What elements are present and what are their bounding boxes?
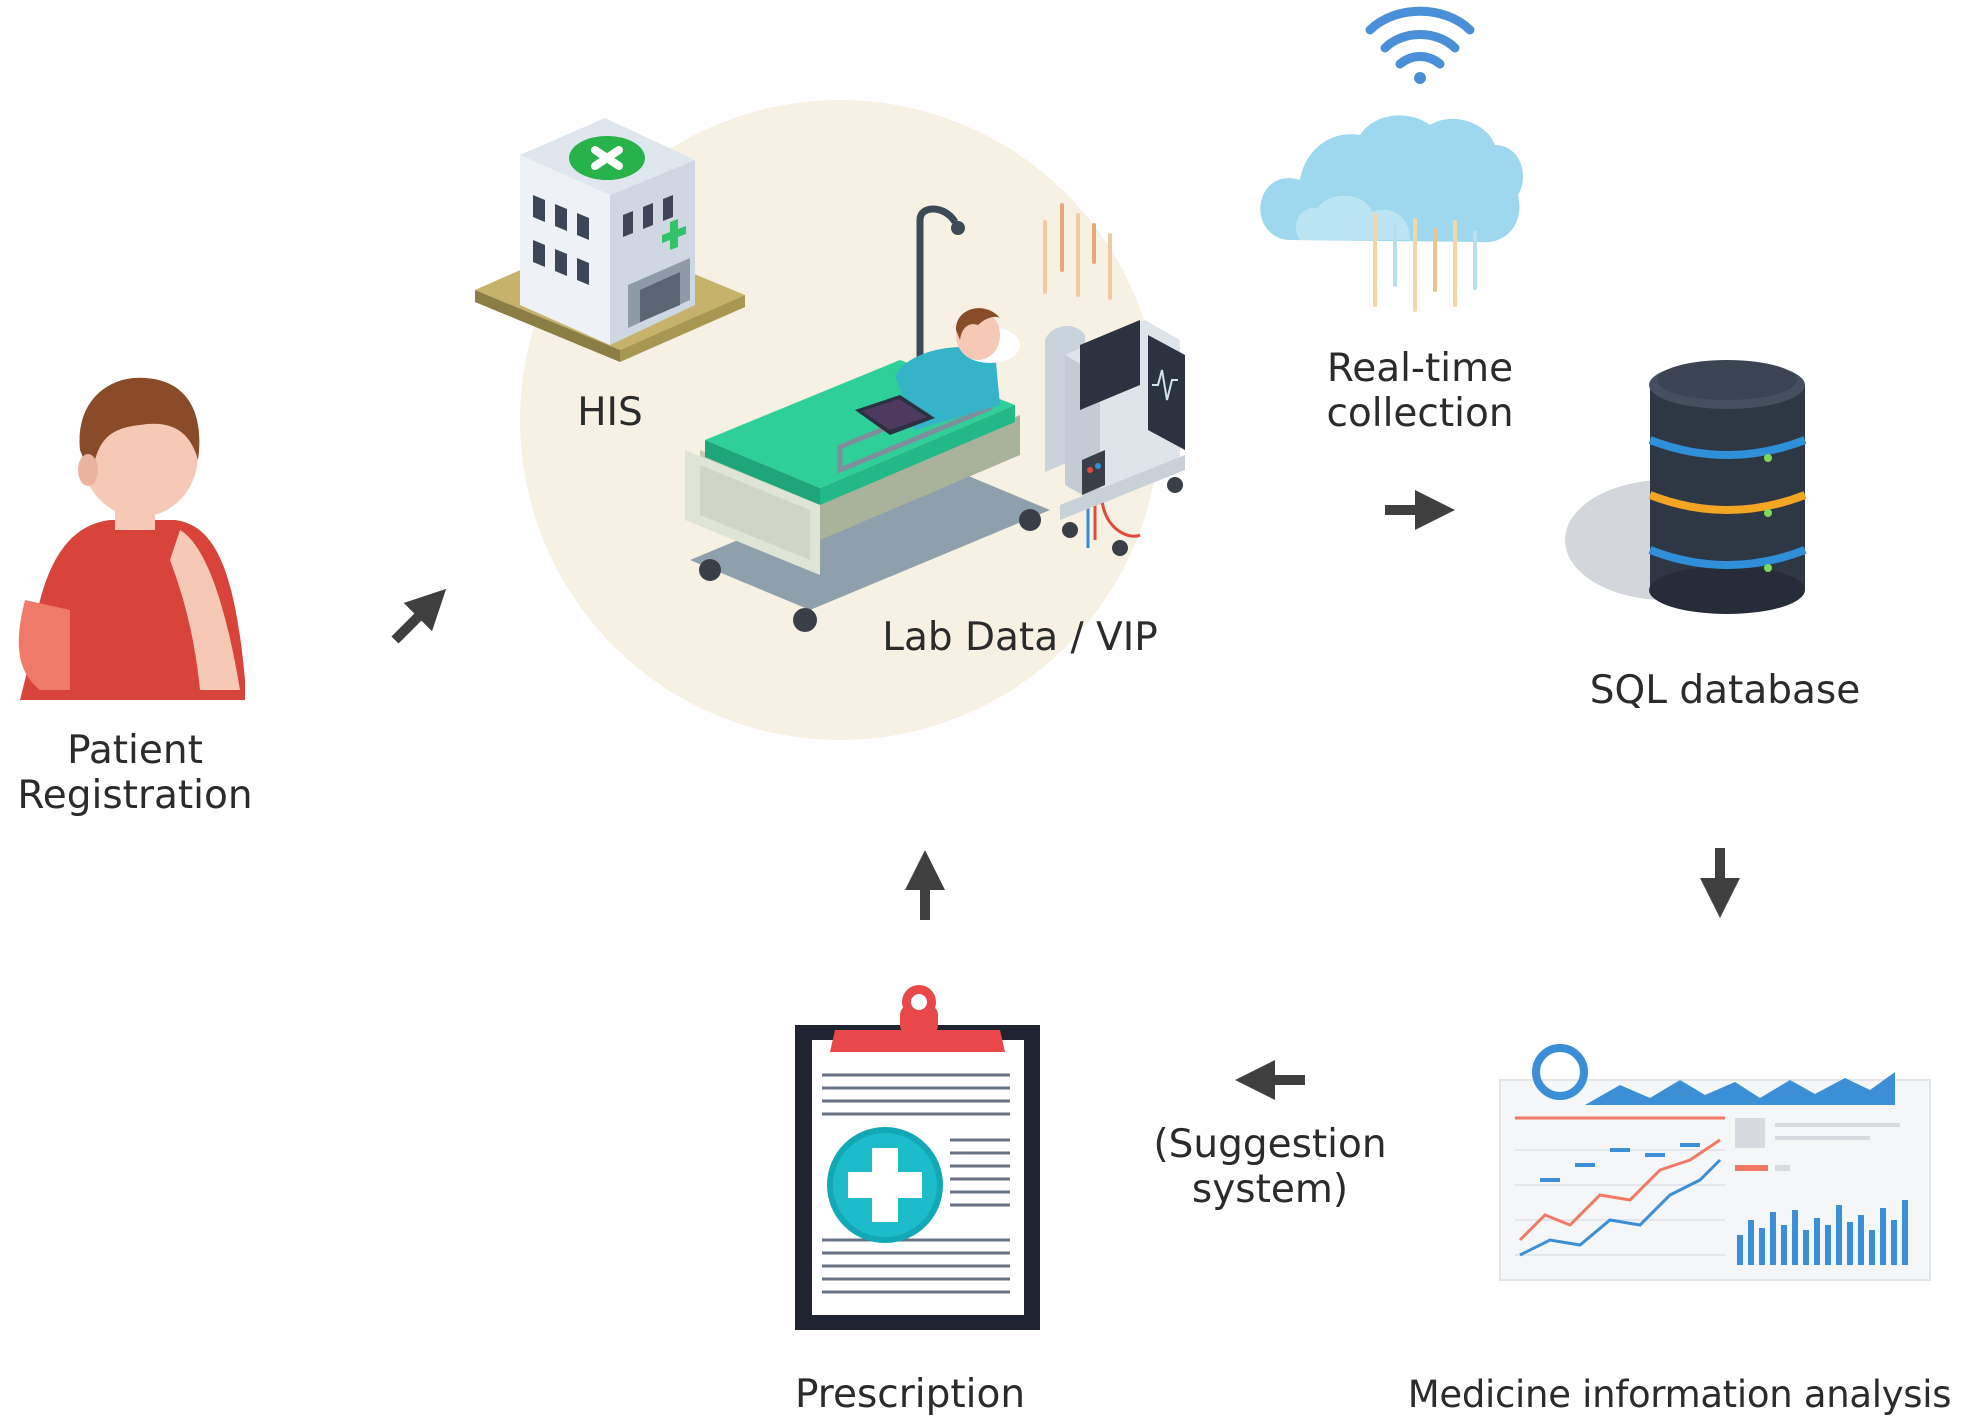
suggestion-label-line2: system) <box>1191 1167 1349 1212</box>
suggestion-system-label: (Suggestion system) <box>1130 1122 1410 1212</box>
patient-label-line1: Patient <box>67 728 203 773</box>
clipboard-icon <box>795 985 1040 1330</box>
sql-database-label: SQL database <box>1589 668 1861 713</box>
person-icon <box>18 377 245 700</box>
dashboard-icon <box>1499 1044 1931 1281</box>
realtime-label-line1: Real-time <box>1326 346 1514 391</box>
lab-data-label: Lab Data / VIP <box>882 615 1158 660</box>
patient-registration-label: Patient Registration <box>10 728 260 818</box>
suggestion-label-line1: (Suggestion <box>1153 1122 1387 1167</box>
hospital-bed-icon <box>685 205 1085 632</box>
patient-monitor-icon <box>1060 320 1185 556</box>
realtime-collection-label: Real-time collection <box>1300 346 1540 436</box>
wifi-icon <box>1365 6 1475 84</box>
hospital-building-icon <box>475 118 745 362</box>
cloud-icon <box>1260 115 1524 243</box>
prescription-label: Prescription <box>794 1372 1026 1417</box>
signal-bars-decoration <box>1043 203 1112 300</box>
arrow-patient-to-his <box>391 588 447 644</box>
rain-bars-decoration <box>1373 213 1477 312</box>
database-icon <box>1565 360 1807 614</box>
medicine-analysis-label: Medicine information analysis <box>1407 1373 1952 1416</box>
his-label: HIS <box>577 390 643 435</box>
realtime-label-line2: collection <box>1326 391 1514 436</box>
patient-label-line2: Registration <box>17 773 253 818</box>
arrow-icon <box>391 490 1740 1100</box>
